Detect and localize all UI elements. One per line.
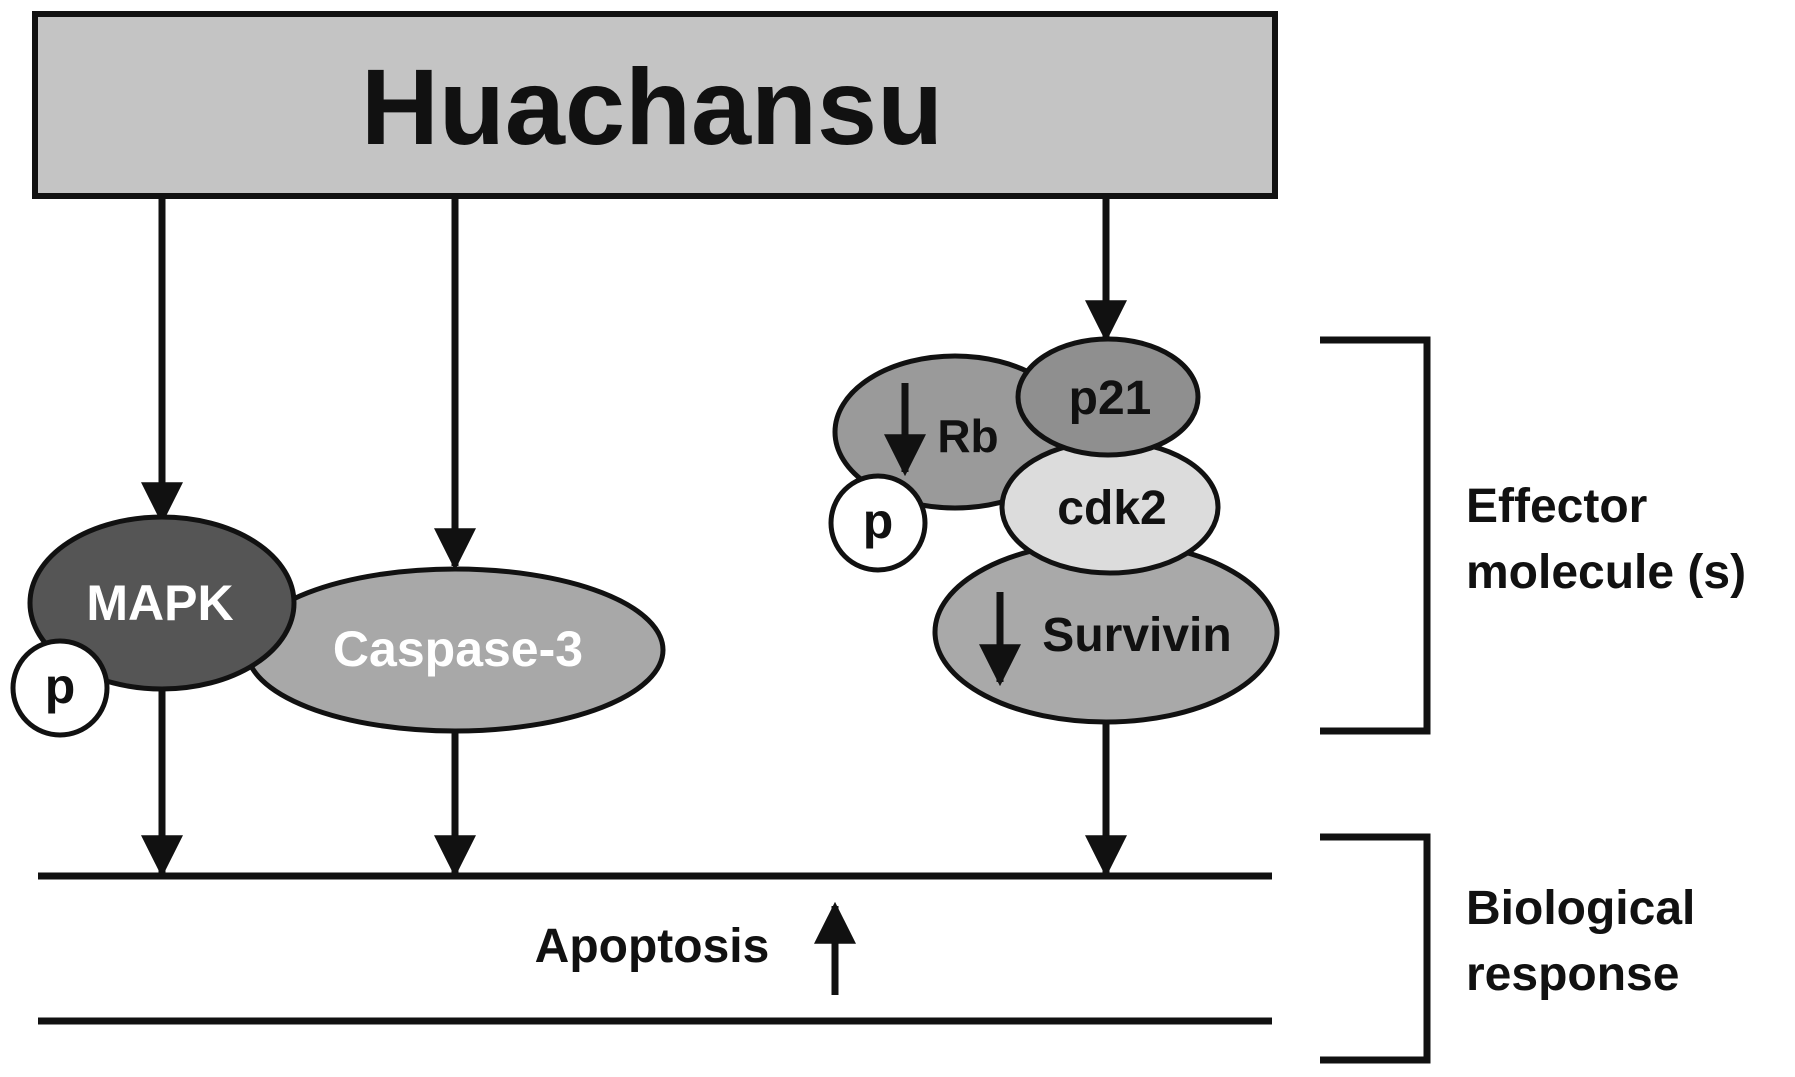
caspase3-label: Caspase-3 xyxy=(333,621,583,677)
effector-bracket xyxy=(1320,336,1431,735)
mapk-phospho-label: p xyxy=(45,658,76,714)
mapk-phospho-badge xyxy=(10,638,110,738)
biological-label-line2: response xyxy=(1466,948,1679,1001)
mapk-label: MAPK xyxy=(86,575,233,631)
apoptosis-label: Apoptosis xyxy=(535,920,770,973)
survivin-label: Survivin xyxy=(1042,609,1231,662)
effector-label-line1: Effector xyxy=(1466,480,1647,533)
p21-ellipse xyxy=(1015,336,1201,458)
biological-label-line1: Biological xyxy=(1466,882,1695,935)
rb-phospho-badge xyxy=(828,473,928,573)
rb-phospho-label: p xyxy=(863,493,894,549)
biological-response-bracket xyxy=(1320,833,1431,1064)
p21-label: p21 xyxy=(1069,372,1152,425)
rb-label: Rb xyxy=(937,410,998,462)
huachansu-label: Huachansu xyxy=(361,46,943,167)
huachansu-box xyxy=(32,11,1278,199)
effector-label-line2: molecule (s) xyxy=(1466,546,1746,599)
cdk2-label: cdk2 xyxy=(1057,482,1166,535)
